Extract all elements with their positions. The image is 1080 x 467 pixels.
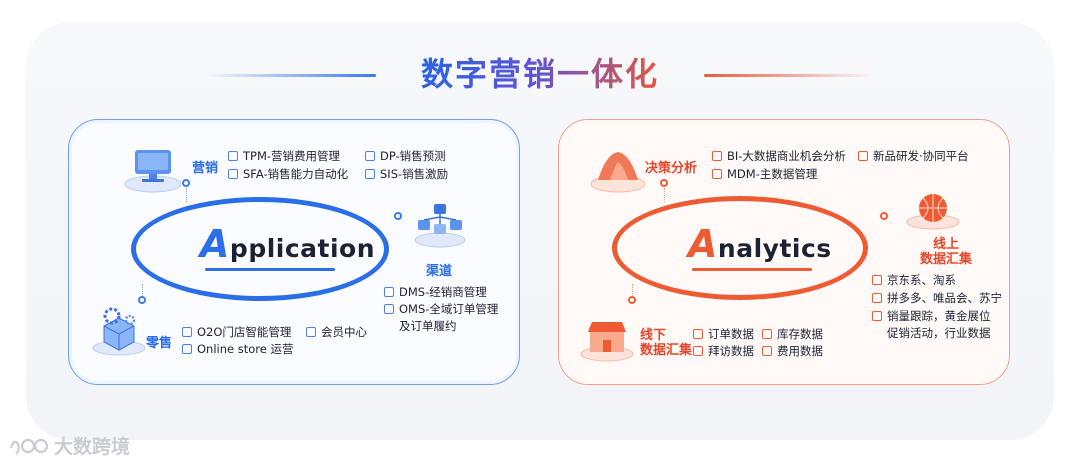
list-item: 费用数据 [762, 343, 823, 359]
application-heading: Application [200, 222, 375, 266]
connector-node [660, 179, 668, 187]
connector-node [880, 212, 888, 220]
channel-label: 渠道 [426, 260, 452, 279]
connector-line [142, 284, 143, 296]
pie-icon [712, 169, 722, 179]
list-item: 拜访数据 [693, 343, 754, 359]
retail-label: 零售 [146, 332, 172, 351]
chart-icon [712, 151, 722, 161]
list-item: 拼多多、唯品会、苏宁 [872, 290, 1002, 306]
list-item: Online store 运营 [182, 341, 294, 357]
connector-line [632, 284, 633, 296]
connector-node [394, 212, 402, 220]
monitor-icon [122, 144, 184, 194]
shop-icon [872, 293, 882, 303]
marketing-label: 营销 [192, 157, 218, 176]
cost-icon [762, 346, 772, 356]
monitor-small-icon [858, 151, 868, 161]
connector-node [628, 296, 636, 304]
analytics-heading: Analytics [688, 222, 832, 266]
online-label: 线上数据汇集 [920, 237, 972, 267]
warehouse-icon [762, 329, 772, 339]
list-item: 销量跟踪，黄金展位 [872, 308, 991, 324]
analytics-underline [692, 268, 812, 271]
list-item: BI-大数据商业机会分析 [712, 148, 846, 164]
tag-icon [182, 344, 192, 354]
globe-icon [904, 190, 962, 232]
mountain-icon [588, 144, 648, 194]
doc-icon [228, 169, 238, 179]
offline-label: 线下数据汇集 [640, 328, 692, 358]
doc-icon [384, 287, 394, 297]
gear-box-icon [90, 304, 148, 358]
watermark-logo-icon [8, 434, 50, 458]
connector-node [138, 296, 146, 304]
diamond-icon [306, 327, 316, 337]
store-icon [578, 316, 636, 362]
order-icon [693, 329, 703, 339]
doc-icon [365, 169, 375, 179]
doc-icon [365, 151, 375, 161]
list-item: SIS-销售激励 [365, 166, 448, 182]
shop-icon [872, 275, 882, 285]
list-item: DP-销售预测 [365, 148, 446, 164]
decision-label: 决策分析 [645, 157, 697, 176]
doc-icon [228, 151, 238, 161]
page-title: 数字营销一体化 [421, 50, 659, 98]
trend-icon [872, 311, 882, 321]
doc-icon [384, 304, 394, 314]
application-underline [205, 268, 335, 271]
list-item: MDM-主数据管理 [712, 166, 817, 182]
visit-icon [693, 346, 703, 356]
list-item: OMS-全域订单管理 [384, 301, 498, 317]
list-item: 会员中心 [306, 324, 367, 340]
connector-line [664, 188, 665, 202]
network-icon [412, 200, 468, 250]
list-item: TPM-营销费用管理 [228, 148, 340, 164]
list-item: O2O门店智能管理 [182, 324, 291, 340]
list-item: 新品研发·协同平台 [858, 148, 969, 164]
store-icon [182, 327, 192, 337]
list-item: 及订单履约 [399, 318, 457, 334]
list-item: 促销活动，行业数据 [887, 325, 991, 341]
connector-line [186, 188, 187, 202]
watermark: 大数跨境 [8, 432, 130, 459]
list-item: 库存数据 [762, 326, 823, 342]
list-item: SFA-销售能力自动化 [228, 166, 348, 182]
list-item: 京东系、淘系 [872, 272, 956, 288]
list-item: DMS-经销商管理 [384, 284, 487, 300]
list-item: 订单数据 [693, 326, 754, 342]
